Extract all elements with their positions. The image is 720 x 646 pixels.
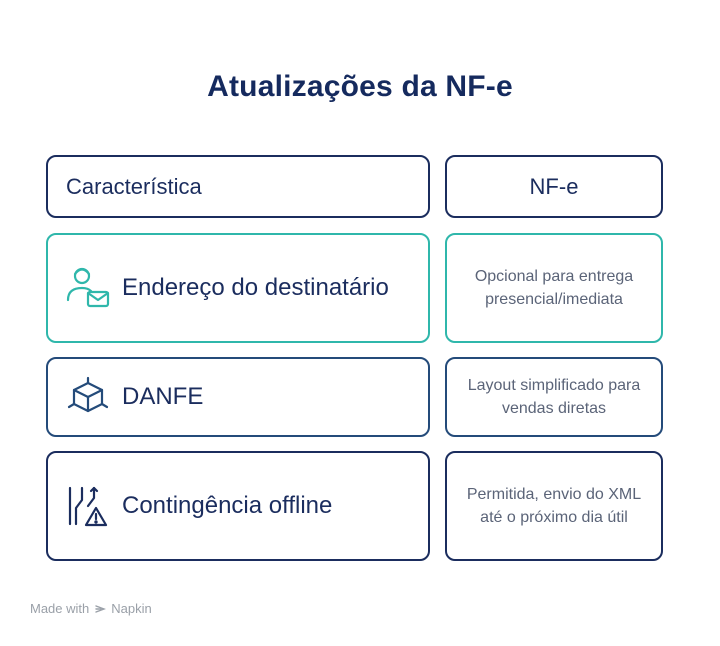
feature-label-danfe: DANFE (122, 383, 204, 410)
napkin-brand-text: Napkin (111, 601, 152, 616)
feature-cell-danfe: DANFE (46, 357, 430, 437)
napkin-logo-icon (94, 603, 107, 615)
nfe-cell-offline-contingency: Permitida, envio do XML até o próximo di… (445, 451, 663, 561)
header-nfe-label: NF-e (529, 173, 579, 199)
header-feature-cell: Característica (46, 155, 430, 218)
nfe-desc-danfe: Layout simplificado para vendas diretas (467, 377, 641, 417)
person-mail-icon (62, 262, 114, 314)
nfe-desc-recipient-address: Opcional para entrega presencial/imediat… (474, 268, 634, 308)
nfe-cell-recipient-address: Opcional para entrega presencial/imediat… (445, 233, 663, 343)
napkin-watermark: Made with Napkin (30, 601, 152, 616)
feature-label-offline-contingency: Contingência offline (122, 492, 333, 519)
header-nfe-cell: NF-e (445, 155, 663, 218)
feature-label-recipient-address: Endereço do destinatário (122, 274, 389, 301)
network-warning-icon (62, 480, 114, 532)
box-icon (62, 371, 114, 423)
feature-cell-offline-contingency: Contingência offline (46, 451, 430, 561)
feature-cell-recipient-address: Endereço do destinatário (46, 233, 430, 343)
nfe-desc-offline-contingency: Permitida, envio do XML até o próximo di… (466, 486, 642, 526)
header-feature-label: Característica (66, 173, 202, 199)
nfe-cell-danfe: Layout simplificado para vendas diretas (445, 357, 663, 437)
made-with-text: Made with (30, 601, 90, 616)
page-title: Atualizações da NF-e (207, 70, 513, 103)
